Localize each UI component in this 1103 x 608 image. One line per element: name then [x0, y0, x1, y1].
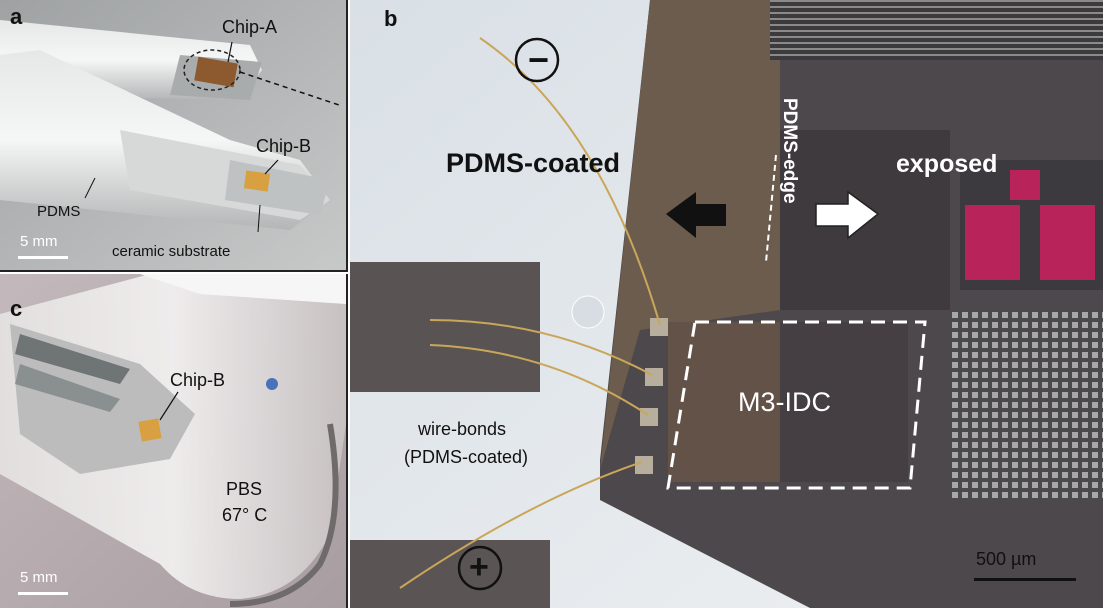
wire-bonds-label: wire-bonds [418, 419, 507, 439]
m3-idc-outline [666, 320, 927, 490]
chip-a [194, 56, 238, 88]
panel-c-letter: c [10, 296, 23, 321]
chip-b-c-label: Chip-B [170, 370, 226, 390]
chip-b-c [138, 418, 162, 442]
wire-bond-1 [479, 37, 661, 326]
plus-symbol: + [469, 548, 489, 586]
scale-label-c: 5 mm [20, 569, 58, 586]
plus-circle-icon [457, 545, 503, 591]
magenta-block-1 [965, 205, 1020, 280]
magenta-block-2 [1040, 205, 1095, 280]
panel-b-letter: b [384, 6, 398, 31]
panel-b: b − + PDMS-coated exposed PDMS-edge M3-I… [350, 0, 1103, 608]
chip-b-label: Chip-B [256, 136, 312, 156]
chip-b [243, 170, 271, 192]
bottom-pad [350, 540, 550, 608]
m3-idc-label: M3-IDC [738, 387, 831, 417]
panel-a-photo [0, 0, 346, 270]
arrow-right-icon [815, 190, 880, 240]
pdms-coated-label: PDMS-coated [446, 148, 621, 178]
scale-bar-b [974, 578, 1076, 581]
substrate-label: ceramic substrate [112, 243, 231, 260]
panel-a: a Chip-A Chip-B PDMS ceramic substrate 5… [0, 0, 348, 272]
pdms-edge-label: PDMS-edge [779, 98, 800, 204]
minus-circle-icon [514, 37, 560, 83]
pdms-edge-line [765, 154, 777, 263]
panel-b-micrograph [350, 0, 1103, 608]
electrode-array [950, 310, 1103, 500]
panel-c-photo [0, 274, 346, 608]
scale-label-a: 5 mm [20, 233, 58, 250]
minus-symbol: − [528, 39, 550, 80]
panel-c: c Chip-B PBS 67° C 5 mm [0, 274, 348, 608]
pdms-label: PDMS [37, 203, 81, 220]
wire-bond-4 [399, 461, 643, 589]
chip-a-circle [183, 49, 241, 91]
wire-bonds-sub-label: (PDMS-coated) [404, 447, 529, 467]
exposed-label: exposed [896, 150, 998, 178]
pbs-label: PBS [226, 479, 263, 499]
wire-bond-3 [429, 344, 649, 416]
arrow-left-icon [666, 192, 726, 238]
temp-label: 67° C [222, 505, 268, 525]
panel-a-letter: a [10, 4, 23, 29]
chip-a-label: Chip-A [222, 17, 278, 37]
wire-bond-2 [429, 319, 653, 376]
scale-bar-a [18, 256, 68, 259]
scale-label-b: 500 µm [976, 549, 1037, 569]
scale-bar-c [18, 592, 68, 595]
